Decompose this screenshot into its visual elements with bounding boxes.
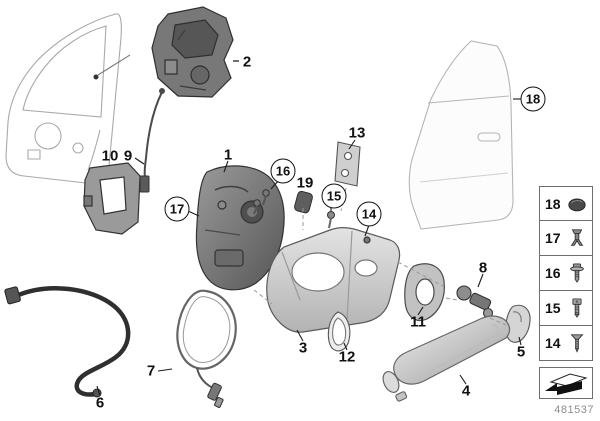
callout-14[interactable]: 14 bbox=[356, 201, 382, 227]
callout-10[interactable]: 10 bbox=[101, 147, 119, 165]
door-lock-art bbox=[195, 165, 285, 291]
legend-number: 16 bbox=[545, 265, 561, 281]
lock-cylinder-art bbox=[456, 285, 494, 319]
callout-9[interactable]: 9 bbox=[123, 147, 133, 165]
callout-7[interactable]: 7 bbox=[146, 362, 156, 380]
legend-number: 18 bbox=[545, 195, 561, 212]
callout-8[interactable]: 8 bbox=[478, 259, 488, 277]
lock-bracket-art bbox=[83, 162, 141, 235]
callout-16[interactable]: 16 bbox=[270, 158, 296, 184]
pan-head-screw-icon bbox=[570, 263, 584, 283]
legend-item-17[interactable]: 17 bbox=[539, 221, 593, 256]
callout-13[interactable]: 13 bbox=[348, 124, 366, 142]
diagram-number: 481537 bbox=[554, 404, 594, 416]
expanding-rivet-icon bbox=[570, 229, 584, 246]
handle-support-art bbox=[404, 263, 445, 322]
fastener-legend: 18 17 16 15 bbox=[539, 186, 593, 361]
handle-gasket-art bbox=[327, 311, 351, 352]
callout-15[interactable]: 15 bbox=[321, 183, 347, 209]
upper-bracket-art bbox=[334, 141, 361, 187]
legend-number: 17 bbox=[545, 230, 561, 246]
legend-item-15[interactable]: 15 bbox=[539, 291, 593, 326]
callout-leader-lines bbox=[96, 139, 522, 397]
callout-12[interactable]: 12 bbox=[338, 348, 356, 366]
callout-19[interactable]: 19 bbox=[296, 174, 314, 192]
bowden-cable-art bbox=[139, 88, 165, 193]
callout-5[interactable]: 5 bbox=[516, 343, 526, 361]
callout-6[interactable]: 6 bbox=[95, 394, 105, 412]
micro-switch-art bbox=[294, 190, 313, 214]
callout-1[interactable]: 1 bbox=[223, 146, 233, 164]
release-cable-art bbox=[4, 286, 131, 398]
lock-cable-seal-art bbox=[176, 289, 237, 408]
bracket-screw-art bbox=[327, 211, 335, 229]
direction-arrow-icon bbox=[545, 373, 588, 395]
callout-18[interactable]: 18 bbox=[520, 86, 546, 112]
callout-4[interactable]: 4 bbox=[461, 382, 471, 400]
cylinder-cover-art bbox=[505, 304, 531, 343]
legend-item-18[interactable]: 18 bbox=[539, 186, 593, 221]
callout-11[interactable]: 11 bbox=[410, 313, 426, 331]
handle-carrier-art bbox=[266, 227, 401, 333]
legend-item-16[interactable]: 16 bbox=[539, 256, 593, 291]
lock-screws-art bbox=[253, 189, 270, 215]
callout-2[interactable]: 2 bbox=[242, 53, 252, 71]
door-outer-panel-art bbox=[408, 40, 521, 230]
callout-17[interactable]: 17 bbox=[164, 196, 190, 222]
countersunk-screw-icon bbox=[570, 334, 584, 353]
grommet-icon bbox=[568, 198, 586, 211]
lock-actuator-art bbox=[151, 6, 239, 98]
door-inner-panel-art bbox=[5, 13, 131, 184]
legend-item-14[interactable]: 14 bbox=[539, 326, 593, 361]
legend-number: 15 bbox=[545, 300, 561, 316]
outer-handle-art bbox=[382, 315, 511, 402]
callout-3[interactable]: 3 bbox=[298, 339, 308, 357]
cylinder-bolt-icon bbox=[572, 298, 582, 318]
direction-indicator bbox=[539, 367, 593, 399]
legend-number: 14 bbox=[545, 335, 561, 351]
